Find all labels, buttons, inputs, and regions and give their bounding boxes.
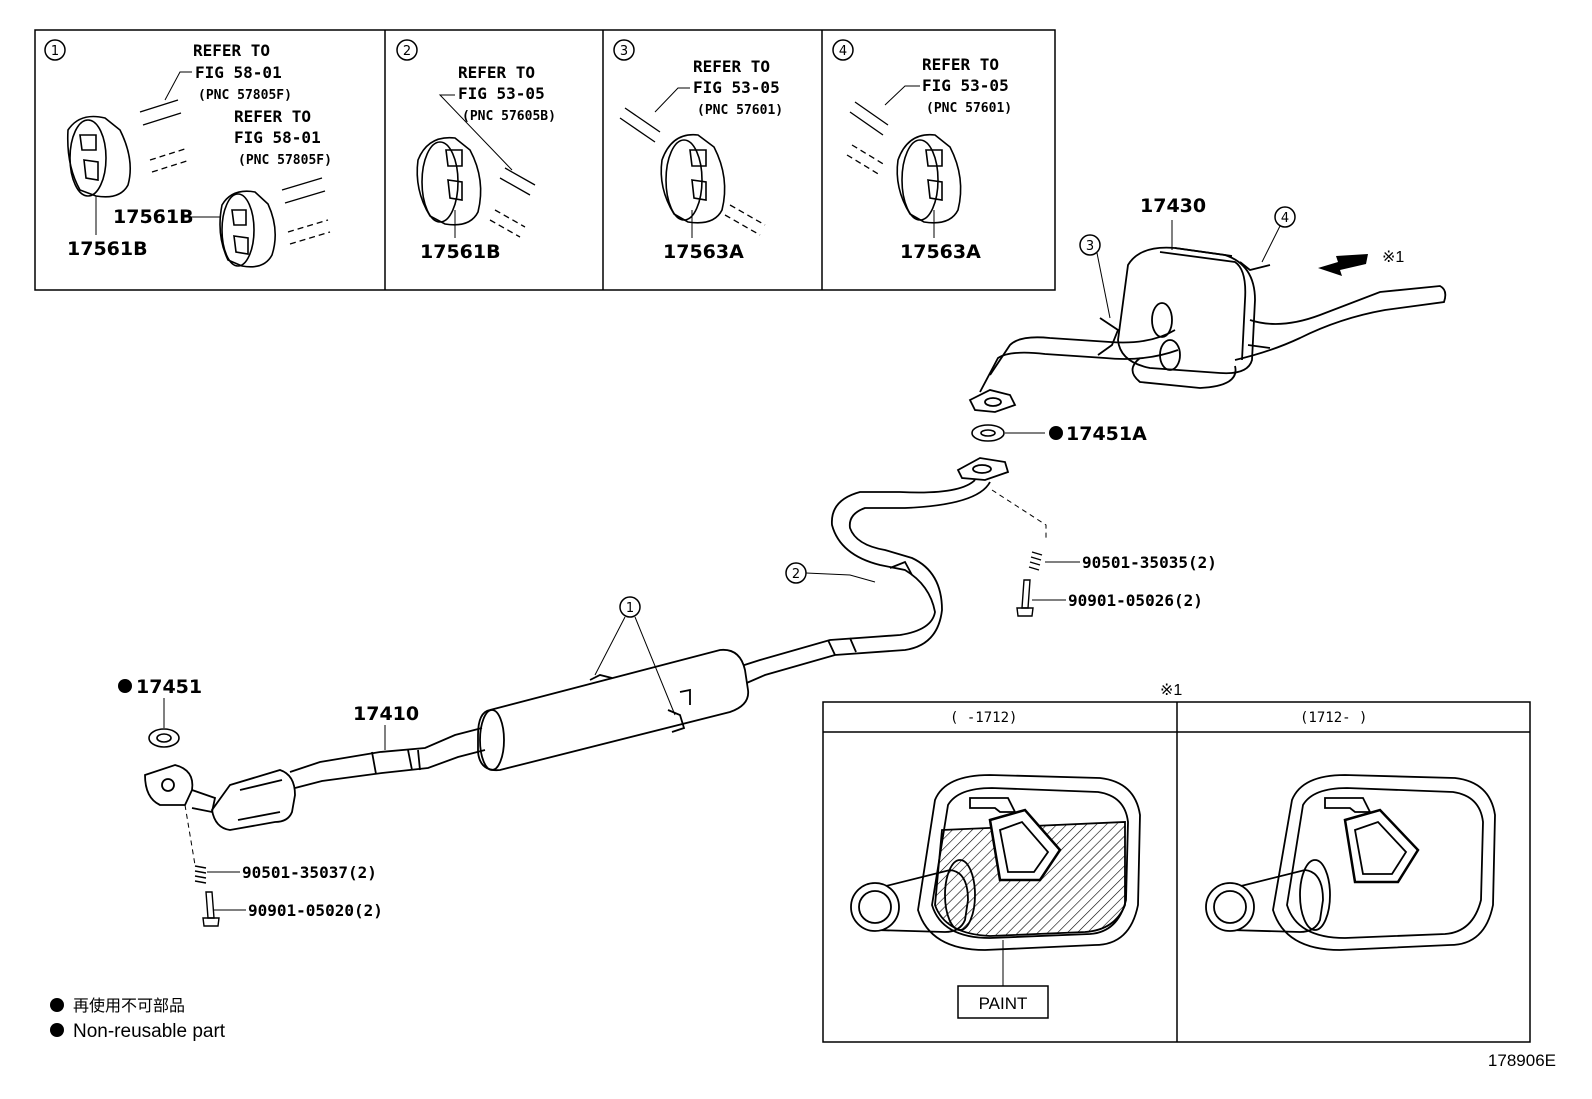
inset-2-ref-line2: FIG 53-05	[458, 84, 545, 103]
legend-en: Non-reusable part	[73, 1021, 226, 1042]
inset-3-ref-pnc: (PNC 57601)	[697, 103, 783, 118]
inset-1-ref-a-line2: FIG 58-01	[195, 63, 282, 82]
paint-label-box	[957, 985, 1049, 1019]
inset-1-part-a: 17561B	[67, 238, 148, 260]
hanger-rubber-icon	[660, 133, 726, 224]
part-spring-front-label: 90501-35037(2)	[242, 863, 377, 882]
inset-4-ref-pnc: (PNC 57601)	[926, 101, 1012, 116]
callout-3-text: 3	[1086, 239, 1094, 254]
inset-3: 3 REFER TO FIG 53-05 (PNC 57601) 17563A	[613, 39, 783, 263]
callout-2-text: 2	[792, 567, 800, 582]
muffler-assembly	[968, 246, 1447, 413]
gasket-front-icon	[148, 728, 180, 748]
non-reusable-dot-icon	[118, 679, 132, 693]
figure-id: 178906E	[1488, 1051, 1556, 1070]
callout-3	[1079, 234, 1101, 256]
bolt-rear-icon	[1016, 579, 1034, 617]
detail-mark: ※1	[1160, 682, 1182, 699]
inset-1-number: 1	[51, 44, 59, 59]
inset-3-ref-line2: FIG 53-05	[693, 78, 780, 97]
gasket-rear-icon	[971, 424, 1005, 442]
inset-3-number: 3	[620, 44, 628, 59]
inset-1-ref-a-line1: REFER TO	[193, 41, 270, 60]
spring-rear-icon	[1028, 551, 1043, 571]
callout-4-text: 4	[1281, 211, 1289, 226]
muffler-end-painted	[850, 774, 1141, 951]
view-arrow-icon	[1318, 254, 1368, 276]
inset-1-ref-b-pnc: (PNC 57805F)	[238, 153, 332, 168]
inset-2-ref-line1: REFER TO	[458, 63, 535, 82]
inset-1-ref-a-pnc: (PNC 57805F)	[198, 88, 292, 103]
inset-2-ref-pnc: (PNC 57605B)	[462, 109, 556, 124]
hanger-rubber-icon	[219, 190, 276, 268]
part-17451-label: 17451	[136, 676, 202, 698]
inset-1-part-b: 17561B	[113, 206, 194, 228]
front-pipe	[144, 648, 750, 831]
hanger-rod-icon	[846, 101, 889, 176]
muffler-end-plain	[1205, 774, 1496, 951]
part-bolt-front-label: 90901-05020(2)	[248, 901, 383, 920]
part-17430-label: 17430	[1140, 195, 1206, 217]
hanger-rubber-icon	[66, 115, 131, 198]
inset-1-ref-b-line2: FIG 58-01	[234, 128, 321, 147]
inset-2: 2 REFER TO FIG 53-05 (PNC 57605B) 17561B	[396, 39, 556, 263]
inset-2-number: 2	[403, 44, 411, 59]
inset-4-ref-line1: REFER TO	[922, 55, 999, 74]
inset-2-part: 17561B	[420, 241, 501, 263]
inset-1: 1 REFER TO FIG 58-01 (PNC 57805F) REFER …	[44, 39, 332, 268]
detail-table	[822, 701, 1531, 1043]
inset-3-ref-line1: REFER TO	[693, 57, 770, 76]
callout-4	[1274, 206, 1296, 228]
callout-1-text: 1	[626, 601, 634, 616]
part-bolt-rear-label: 90901-05026(2)	[1068, 591, 1203, 610]
spring-front-icon	[194, 865, 207, 884]
center-pipe	[734, 457, 1010, 686]
part-17410-label: 17410	[353, 703, 419, 725]
bolt-front-icon	[202, 891, 220, 927]
legend-dot-icon	[50, 1023, 64, 1037]
part-spring-rear-label: 90501-35035(2)	[1082, 553, 1217, 572]
hanger-rod-icon	[489, 167, 536, 238]
hanger-rubber-icon	[896, 133, 962, 224]
view-arrow-mark: ※1	[1382, 249, 1404, 266]
part-17451A-label: 17451A	[1066, 423, 1147, 445]
paint-label: PAINT	[979, 994, 1028, 1013]
inset-3-part: 17563A	[663, 241, 744, 263]
detail-col-right: (1712- )	[1300, 710, 1367, 726]
detail-col-left: ( -1712)	[950, 710, 1017, 726]
hanger-rubber-icon	[416, 136, 482, 226]
inset-4-part: 17563A	[900, 241, 981, 263]
inset-4-ref-line2: FIG 53-05	[922, 76, 1009, 95]
inset-1-ref-b-line1: REFER TO	[234, 107, 311, 126]
inset-4-number: 4	[839, 44, 847, 59]
hanger-rod-icon	[619, 107, 766, 236]
callout-1	[619, 596, 641, 618]
legend-jp: 再使用不可部品	[73, 996, 185, 1015]
hanger-rod-icon	[139, 99, 331, 245]
inset-4: 4 REFER TO FIG 53-05 (PNC 57601) 17563A	[832, 39, 1012, 263]
legend-dot-icon	[50, 998, 64, 1012]
inset-panels	[34, 29, 1056, 291]
non-reusable-dot-icon	[1049, 426, 1063, 440]
